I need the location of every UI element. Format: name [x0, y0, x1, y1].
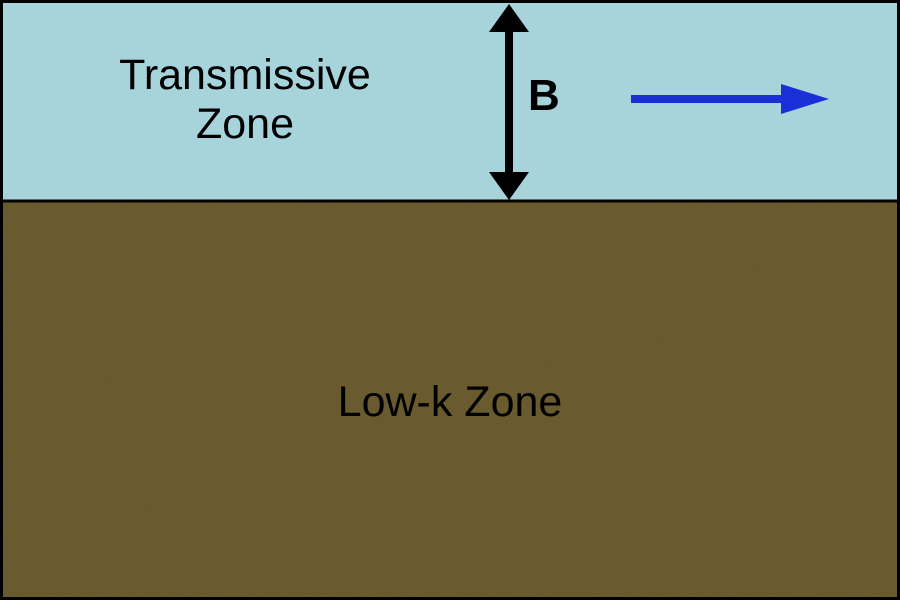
- low-k-zone: [1, 201, 899, 599]
- low-k-zone-label: Low-k Zone: [337, 378, 563, 426]
- flow-direction-arrow-icon: [631, 84, 829, 114]
- transmissive-zone-label-line2: Zone: [195, 100, 294, 149]
- transmissive-zone-label-line1: Transmissive: [119, 51, 371, 99]
- thickness-label: B: [528, 71, 560, 120]
- thickness-double-arrow-icon: [489, 4, 529, 200]
- transmissive-zone-label: Transmissive Zone: [80, 51, 410, 150]
